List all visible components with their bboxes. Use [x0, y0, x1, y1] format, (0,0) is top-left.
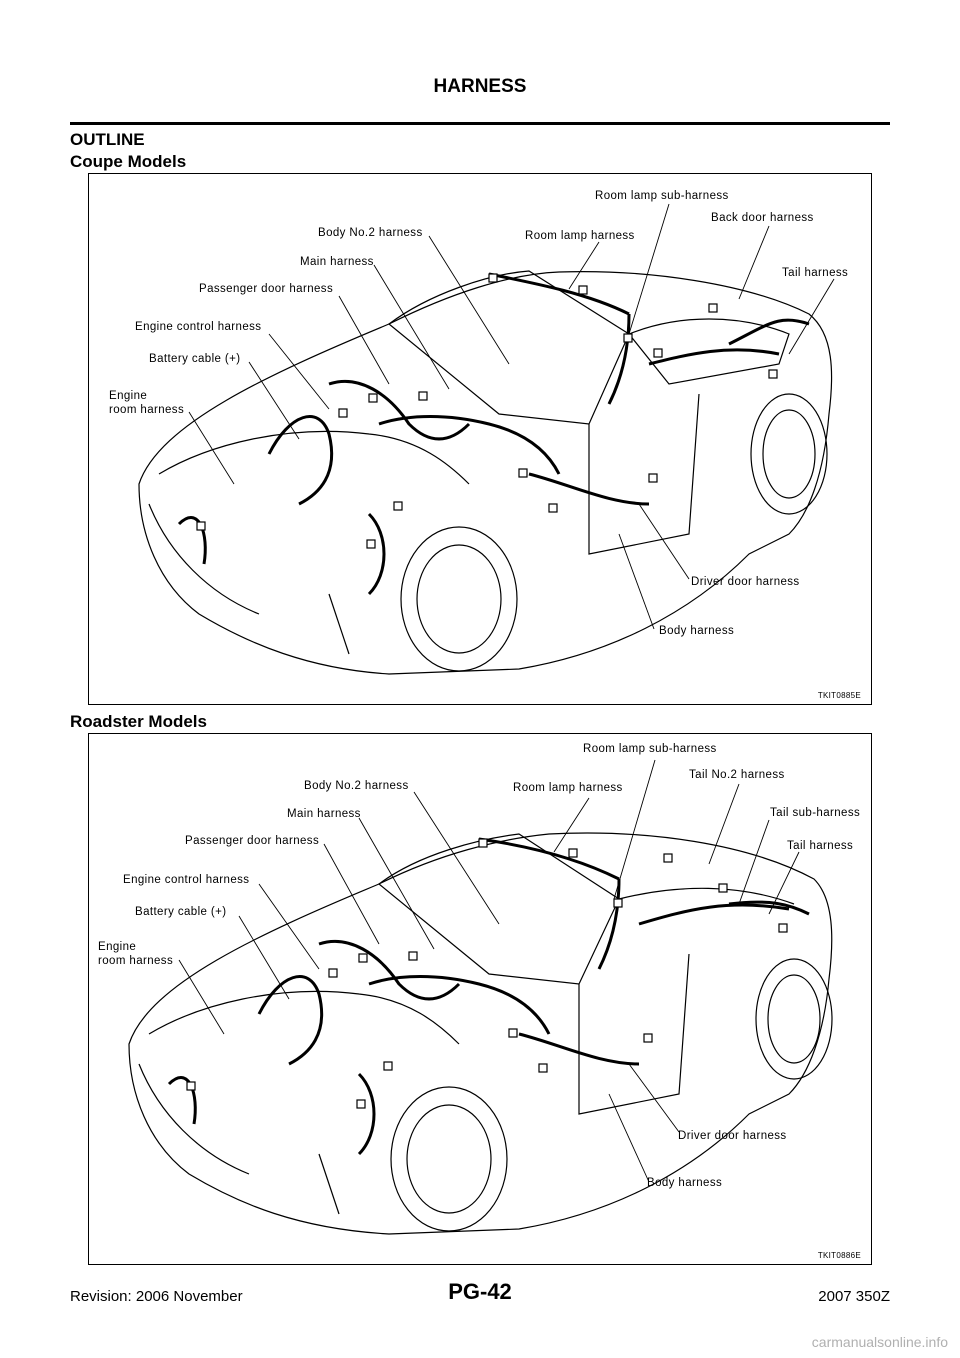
footer-revision: Revision: 2006 November: [70, 1288, 243, 1305]
footer-model: 2007 350Z: [818, 1288, 890, 1305]
callout-room-lamp-sub-harness: Room lamp sub-harness: [583, 743, 717, 755]
page-title: HARNESS: [433, 76, 527, 97]
callout-main-harness: Main harness: [287, 808, 361, 820]
callout-driver-door-harness: Driver door harness: [678, 1130, 787, 1142]
roadster-models-heading: Roadster Models: [70, 712, 207, 731]
callout-body-no2-harness: Body No.2 harness: [318, 227, 423, 239]
callout-engine-room-harness-line1: Engine: [109, 390, 148, 402]
figure-id-coupe: TKIT0885E: [817, 691, 861, 700]
callout-passenger-door-harness: Passenger door harness: [185, 835, 320, 847]
callout-room-lamp-sub-harness: Room lamp sub-harness: [595, 190, 729, 202]
callout-engine-control-harness: Engine control harness: [123, 874, 250, 886]
header-rule: [70, 122, 890, 125]
callout-body-harness: Body harness: [659, 625, 735, 637]
callout-body-harness: Body harness: [647, 1177, 723, 1189]
callout-main-harness: Main harness: [300, 256, 374, 268]
callout-tail-harness: Tail harness: [787, 840, 854, 852]
callout-tail-harness: Tail harness: [782, 267, 849, 279]
callout-body-no2-harness: Body No.2 harness: [304, 780, 409, 792]
callout-driver-door-harness: Driver door harness: [691, 576, 800, 588]
callout-engine-room-harness-line2: room harness: [98, 955, 174, 967]
callout-battery-cable: Battery cable (+): [135, 906, 227, 918]
callout-passenger-door-harness: Passenger door harness: [199, 283, 334, 295]
callout-back-door-harness: Back door harness: [711, 212, 814, 224]
roadster-car-illustration: [128, 759, 833, 1235]
watermark: carmanualsonline.info: [811, 1334, 948, 1350]
roadster-harness-figure: Room lamp sub-harness Tail No.2 harness …: [88, 733, 872, 1265]
coupe-models-heading: Coupe Models: [70, 152, 187, 171]
footer-page-number: PG-42: [448, 1279, 512, 1304]
callout-tail-no2-harness: Tail No.2 harness: [689, 769, 785, 781]
coupe-car-illustration: [138, 203, 835, 675]
callout-engine-control-harness: Engine control harness: [135, 321, 262, 333]
coupe-harness-figure: Room lamp sub-harness Back door harness …: [88, 173, 872, 705]
callout-room-lamp-harness: Room lamp harness: [525, 230, 635, 242]
callout-engine-room-harness-line1: Engine: [98, 941, 137, 953]
figure-id-roadster: TKIT0886E: [817, 1251, 861, 1260]
callout-battery-cable: Battery cable (+): [149, 353, 241, 365]
callout-tail-sub-harness: Tail sub-harness: [770, 807, 861, 819]
callout-room-lamp-harness: Room lamp harness: [513, 782, 623, 794]
callout-engine-room-harness-line2: room harness: [109, 404, 185, 416]
section-title: OUTLINE: [70, 130, 145, 149]
